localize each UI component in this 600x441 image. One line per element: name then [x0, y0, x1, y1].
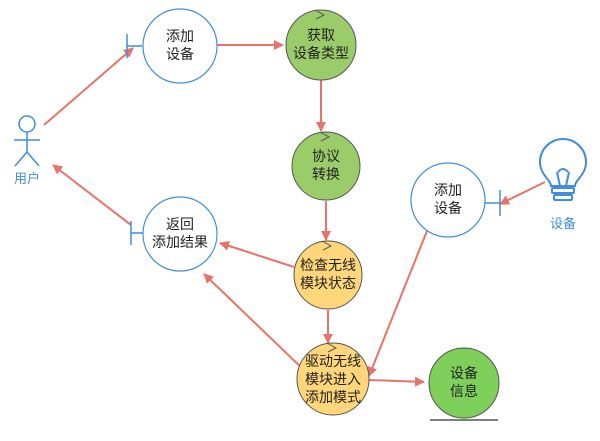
- actor-device-label: 设备: [550, 216, 576, 232]
- arrow-check-to-return: [219, 241, 295, 268]
- control-protocol-line2: 转换: [312, 166, 340, 183]
- control-drive-wireless: 驱动无线 模块进入 添加模式: [296, 342, 370, 416]
- control-get-device-type: 获取 设备类型: [285, 9, 357, 81]
- boundary-add-device: 添加 设备: [126, 8, 218, 84]
- entity-device-info-line2: 信息: [450, 383, 478, 400]
- control-check-line1: 检查无线: [300, 258, 356, 274]
- boundary-return-line1: 返回: [166, 217, 194, 233]
- boundary-device-add-line2: 设备: [434, 200, 462, 217]
- control-drive-line1: 驱动无线: [305, 354, 361, 370]
- arrow-device-add-to-drive: [367, 230, 428, 377]
- lightbulb-icon: [538, 138, 588, 201]
- control-drive-line3: 添加模式: [305, 390, 361, 406]
- boundary-device-add-line1: 添加: [434, 183, 462, 199]
- actor-user-head: [18, 115, 36, 133]
- arrow-device-to-device-add: [499, 181, 546, 205]
- arrow-return-to-user: [52, 164, 132, 226]
- control-get-device-type-line1: 获取: [307, 28, 335, 44]
- entity-device-info-line1: 设备: [450, 365, 478, 382]
- control-protocol-line1: 协议: [312, 149, 340, 165]
- arrow-drive-to-return: [203, 273, 307, 373]
- boundary-add-device-line2: 设备: [166, 46, 194, 63]
- arrow-user-to-add-device: [43, 47, 134, 126]
- control-check-wireless: 检查无线 模块状态: [293, 240, 363, 310]
- boundary-device-add: 添加 设备: [410, 162, 501, 238]
- control-get-device-type-line2: 设备类型: [293, 45, 349, 62]
- boundary-add-device-line1: 添加: [166, 29, 194, 45]
- actor-user-label: 用户: [14, 171, 40, 187]
- arrow-drive-to-device-info: [368, 376, 425, 387]
- entity-device-info: 设备 信息: [428, 347, 500, 421]
- control-check-line2: 模块状态: [300, 276, 356, 292]
- actor-user: [14, 115, 40, 167]
- control-protocol-conversion: 协议 转换: [291, 131, 361, 201]
- boundary-return-line2: 添加结果: [152, 235, 208, 251]
- control-drive-line2: 模块进入: [305, 372, 361, 388]
- connectors: [43, 40, 546, 387]
- boundary-return-result: 返回 添加结果: [130, 196, 218, 272]
